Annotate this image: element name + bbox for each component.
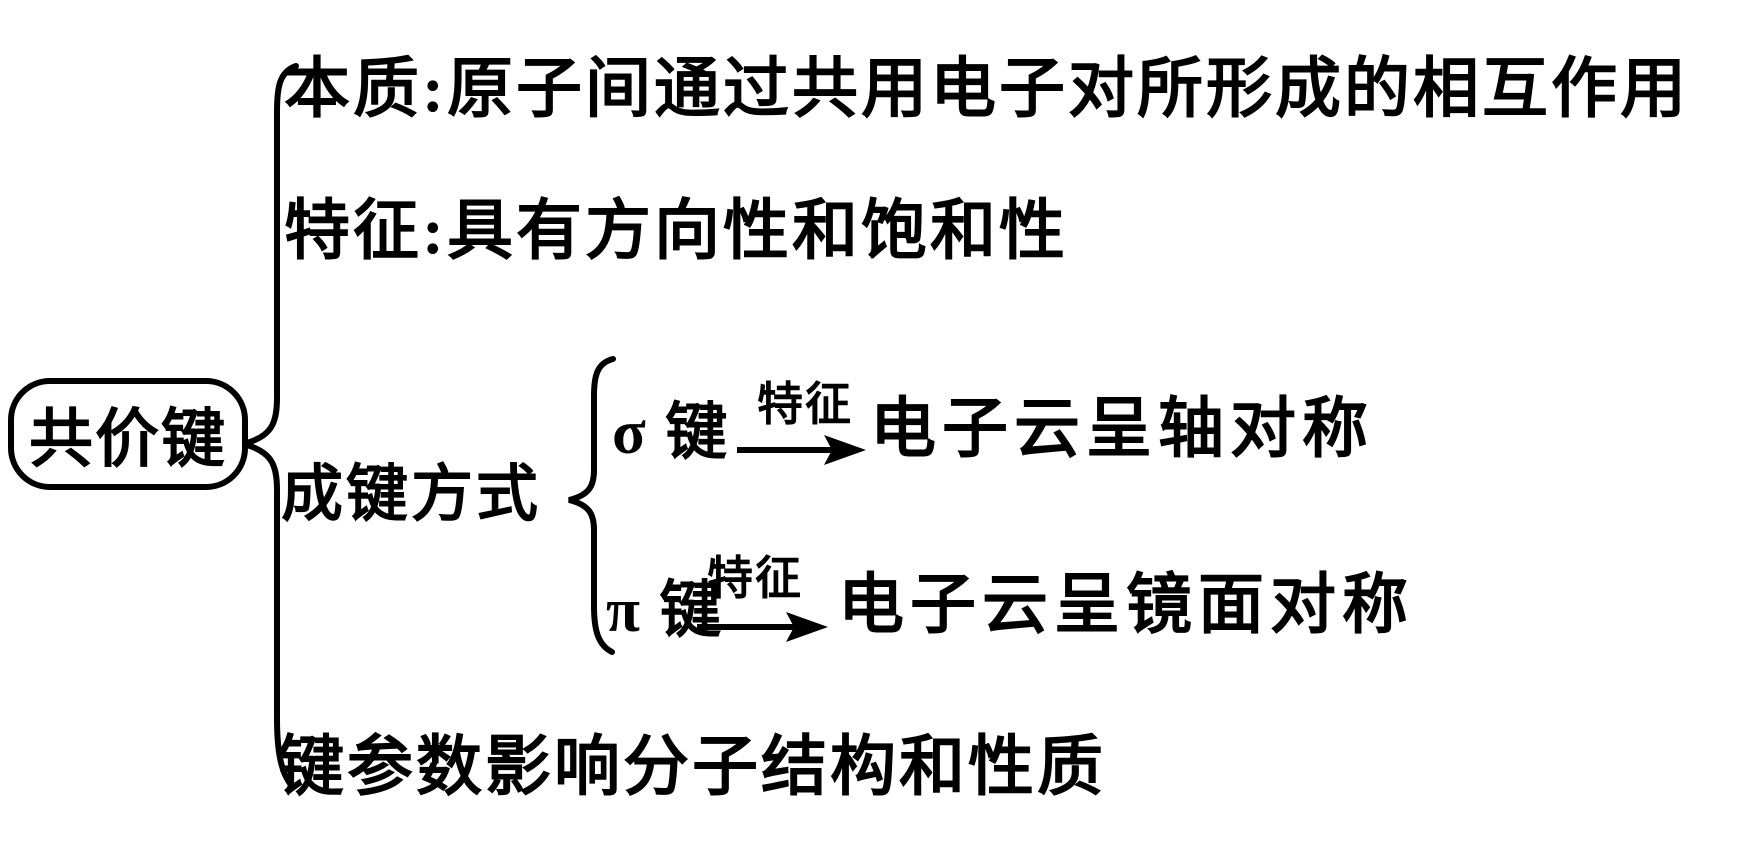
pi-bond-label: π 键 [606, 577, 724, 645]
branch-bonding-label: 成键方式 [281, 461, 542, 529]
pi-arrowhead-icon [786, 612, 828, 642]
branch-essence: 本质:原子间通过共用电子对所形成的相互作用 [284, 53, 1689, 126]
sigma-bond-label: σ 键 [612, 399, 730, 467]
branch-bond-parameters: 键参数影响分子结构和性质 [278, 731, 1106, 804]
main-brace [242, 63, 299, 789]
pi-arrow-label: 特征 [707, 553, 803, 604]
sigma-arrow-label: 特征 [757, 379, 853, 430]
sigma-bond-result: 电子云呈轴对称 [870, 393, 1374, 466]
root-node-covalent-bond: 共价键 [8, 378, 248, 490]
root-node-label: 共价键 [29, 404, 227, 475]
branch-feature: 特征:具有方向性和饱和性 [284, 195, 1068, 268]
pi-bond-result: 电子云呈镜面对称 [838, 569, 1414, 642]
sigma-arrowhead-icon [824, 435, 866, 465]
